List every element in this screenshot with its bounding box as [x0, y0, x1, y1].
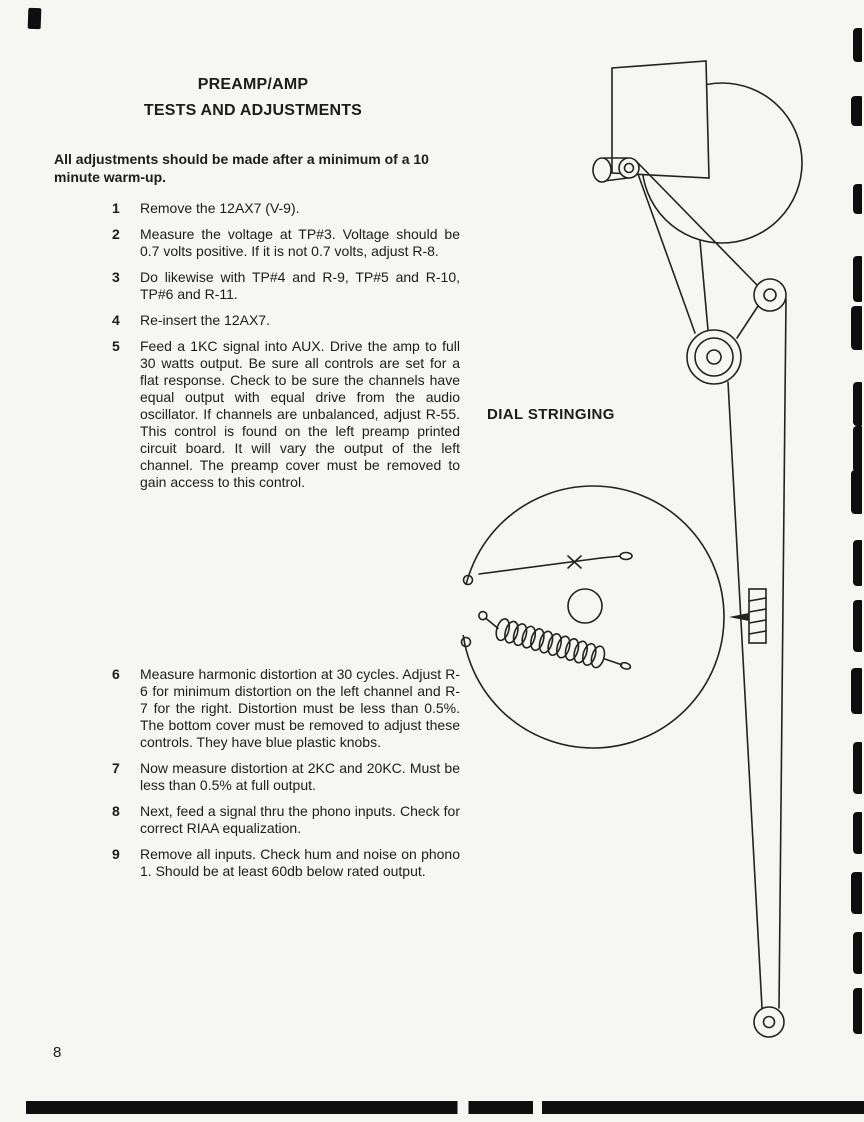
step-number: 9: [112, 846, 120, 862]
page-number: 8: [53, 1044, 62, 1061]
step-number: 7: [112, 760, 120, 776]
cord-anchor-icon: [462, 574, 474, 586]
step-text: Feed a 1KC signal into AUX. Drive the am…: [140, 338, 460, 490]
mounting-panel-icon: [611, 60, 710, 179]
step-text: Remove all inputs. Check hum and noise o…: [140, 846, 460, 879]
binding-mark: [853, 28, 862, 62]
binding-mark: [851, 872, 862, 914]
tension-spring-icon: [478, 610, 632, 670]
step-text: Measure the voltage at TP#3. Voltage sho…: [140, 226, 460, 259]
dial-cord-icon: [736, 305, 759, 339]
diagram-label: DIAL STRINGING: [487, 406, 615, 423]
dial-cord-icon: [778, 298, 787, 1009]
intro-note: All adjustments should be made after a m…: [54, 151, 429, 185]
step-number: 8: [112, 803, 120, 819]
step-item: 1 Remove the 12AX7 (V-9).: [112, 200, 460, 217]
step-item: 2 Measure the voltage at TP#3. Voltage sh…: [112, 226, 460, 260]
lever-arm-icon: [478, 557, 602, 575]
dial-cord-icon: [699, 240, 709, 331]
tuning-shaft-icon: [592, 157, 612, 183]
binding-mark: [853, 812, 862, 854]
step-text: Measure harmonic distortion at 30 cycles…: [140, 666, 460, 750]
binding-mark: [851, 96, 862, 126]
step-text: Now measure distortion at 2KC and 20KC. …: [140, 760, 460, 793]
dial-stringing-diagram: [452, 60, 803, 1038]
dial-cord-icon: [636, 161, 758, 286]
drum-hub-icon: [567, 588, 603, 624]
scan-edge-bottom: [26, 1101, 864, 1114]
step-item: 5 Feed a 1KC signal into AUX. Drive the a…: [112, 338, 460, 491]
step-number: 1: [112, 200, 120, 216]
step-item: 9 Remove all inputs. Check hum and noise …: [112, 846, 460, 880]
step-number: 5: [112, 338, 120, 354]
dial-drum-icon: [461, 485, 725, 749]
binding-mark: [851, 470, 862, 514]
scan-artifact-top-left: [27, 7, 42, 30]
title-line-2: TESTS AND ADJUSTMENTS: [143, 102, 363, 119]
binding-mark: [853, 426, 862, 472]
binding-mark: [853, 742, 862, 794]
step-item: 6 Measure harmonic distortion at 30 cycle…: [112, 666, 460, 751]
step-number: 4: [112, 312, 120, 328]
step-text: Do likewise with TP#4 and R-9, TP#5 and …: [140, 269, 460, 302]
binding-mark: [853, 600, 862, 652]
cord-anchor-icon: [460, 636, 472, 648]
binding-mark: [853, 932, 862, 974]
binding-mark: [851, 668, 862, 714]
steps-list: 1 Remove the 12AX7 (V-9). 2 Measure the vol…: [112, 200, 460, 889]
step-item: 8 Next, feed a signal thru the phono inpu…: [112, 803, 460, 837]
step-number: 2: [112, 226, 120, 242]
title-line-1: PREAMP/AMP: [197, 76, 309, 93]
binding-mark: [853, 540, 862, 586]
binding-mark: [853, 382, 862, 426]
dial-pointer-icon: [729, 588, 767, 644]
pulley-icon: [753, 1006, 785, 1038]
step-item: 3 Do likewise with TP#4 and R-9, TP#5 and…: [112, 269, 460, 303]
binding-mark: [853, 256, 862, 302]
binding-mark: [853, 988, 862, 1034]
page-title: PREAMP/AMP TESTS AND ADJUSTMENTS: [88, 72, 418, 124]
step-text: Next, feed a signal thru the phono input…: [140, 803, 460, 836]
step-text: Remove the 12AX7 (V-9).: [140, 200, 300, 216]
dial-cord-icon: [727, 381, 763, 1009]
pulley-icon: [753, 278, 787, 312]
step-item: 4 Re-insert the 12AX7.: [112, 312, 460, 329]
binding-mark: [853, 184, 862, 214]
step-text: Re-insert the 12AX7.: [140, 312, 270, 328]
step-number: 3: [112, 269, 120, 285]
binding-mark: [851, 306, 862, 350]
binding-marks: [844, 0, 864, 1122]
dial-cord-icon: [637, 173, 696, 334]
step-item: 7 Now measure distortion at 2KC and 20KC.…: [112, 760, 460, 794]
step-number: 6: [112, 666, 120, 682]
